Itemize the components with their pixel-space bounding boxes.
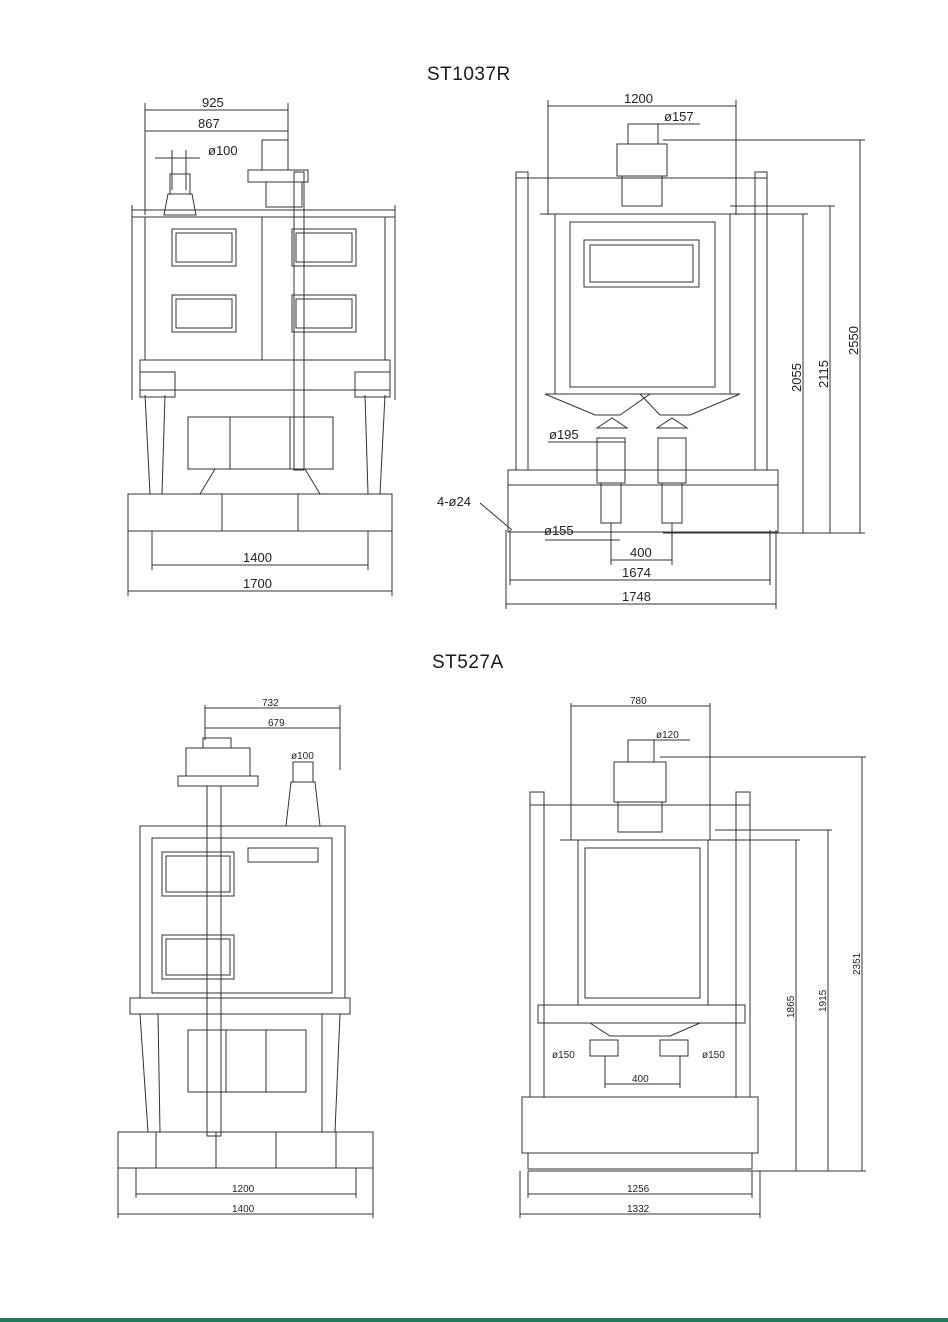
- dim-2055: 2055: [789, 363, 804, 392]
- dim-2351: 2351: [852, 952, 863, 975]
- dim-d157: ø157: [664, 109, 694, 124]
- dim-867: 867: [198, 116, 220, 131]
- dim-925: 925: [202, 95, 224, 110]
- dim-1700-top: 1700: [243, 576, 272, 591]
- dim-400-bottom: 400: [632, 1074, 649, 1085]
- dim-d120: ø120: [656, 730, 679, 741]
- dim-2550: 2550: [846, 326, 861, 355]
- dim-4x24: 4-ø24: [437, 494, 471, 509]
- dim-679: 679: [268, 718, 285, 729]
- st1037r-front-view: [127, 103, 396, 596]
- st527a-side-view: [519, 703, 866, 1218]
- dim-d100-bottom: ø100: [291, 751, 314, 762]
- st1037r-side-view: [479, 100, 865, 609]
- title-st527a: ST527A: [432, 652, 504, 673]
- dim-780: 780: [630, 696, 647, 707]
- dim-400-side: 400: [630, 545, 652, 560]
- dim-1674: 1674: [622, 565, 651, 580]
- dim-d155: ø155: [544, 523, 574, 538]
- footer-accent-bar: [0, 1318, 948, 1322]
- dim-d195: ø195: [549, 427, 579, 442]
- dim-1256: 1256: [627, 1184, 650, 1195]
- title-st1037r: ST1037R: [427, 64, 511, 85]
- dim-1200-side: 1200: [624, 91, 653, 106]
- dim-1200-bottom: 1200: [232, 1184, 255, 1195]
- dim-d150-left: ø150: [552, 1050, 575, 1061]
- dim-1400-bottom: 1400: [232, 1204, 255, 1215]
- dim-d150-right: ø150: [702, 1050, 725, 1061]
- dim-1400-top: 1400: [243, 550, 272, 565]
- dim-1915: 1915: [818, 989, 829, 1012]
- dim-1748: 1748: [622, 589, 651, 604]
- dim-d100-top: ø100: [208, 143, 238, 158]
- dim-1332: 1332: [627, 1204, 650, 1215]
- dim-732: 732: [262, 698, 279, 709]
- dim-2115: 2115: [816, 360, 831, 388]
- st527a-front-view: [117, 705, 374, 1218]
- dim-1865: 1865: [786, 995, 797, 1018]
